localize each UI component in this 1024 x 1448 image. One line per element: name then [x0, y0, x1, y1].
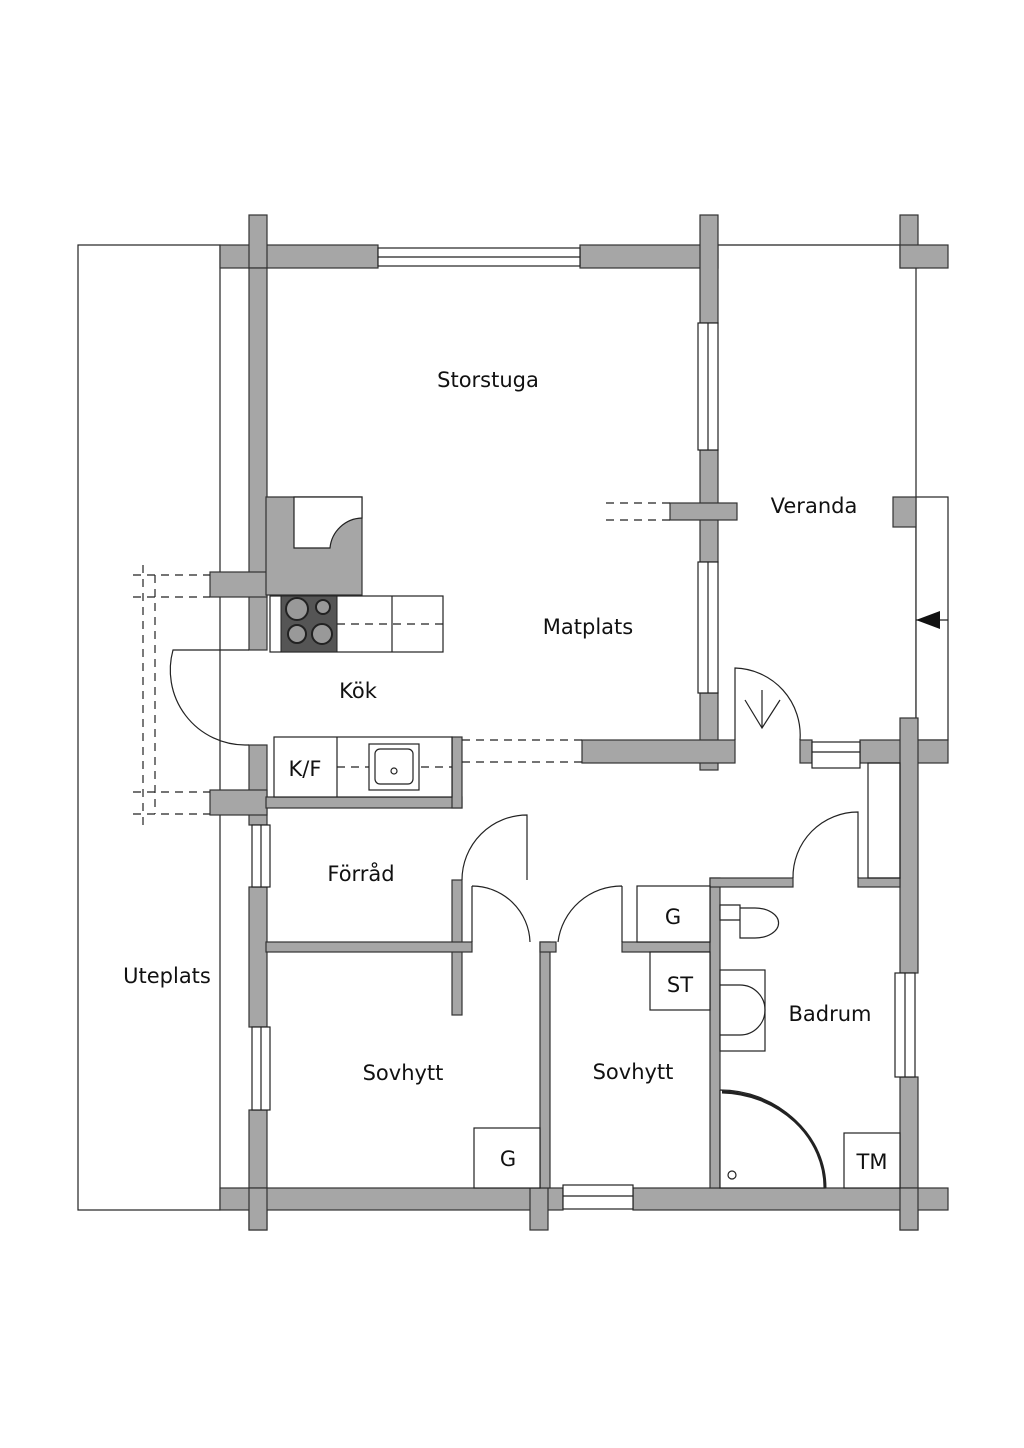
kitchen-counter-bottom — [273, 736, 453, 798]
kitchen-counter-top — [269, 595, 444, 653]
tm-washing-machine — [843, 1132, 901, 1189]
toilet-icon — [719, 904, 780, 939]
label-wardrobe-bedroom: G — [500, 1147, 516, 1171]
room-label-sovhytt-1: Sovhytt — [363, 1061, 444, 1085]
entry-arrow-icon — [744, 690, 781, 730]
st-closet — [649, 951, 711, 1011]
room-label-veranda: Veranda — [771, 494, 858, 518]
wardrobe-bedroom — [473, 1127, 541, 1189]
room-label-matplats: Matplats — [543, 615, 633, 639]
room-label-kok: Kök — [339, 679, 378, 703]
label-wardrobe-hall: G — [665, 905, 681, 929]
veranda-post — [892, 496, 917, 528]
label-st: ST — [667, 973, 693, 997]
bathroom-fixtures — [719, 904, 827, 1189]
room-label-sovhytt-2: Sovhytt — [593, 1060, 674, 1084]
room-label-forrad: Förråd — [327, 861, 394, 886]
walls — [209, 214, 949, 1231]
uteplats-outline — [77, 244, 221, 1211]
washbasin-icon — [719, 969, 766, 1052]
wardrobe-hall — [636, 885, 711, 943]
entrance-arrow-icon — [916, 611, 940, 629]
doors — [169, 649, 901, 943]
room-label-badrum: Badrum — [788, 1002, 871, 1026]
windows — [251, 247, 916, 1210]
room-label-uteplats: Uteplats — [123, 964, 211, 988]
dashed-overhangs — [133, 502, 670, 825]
label-tm: TM — [856, 1150, 888, 1174]
label-fridge-freezer: K/F — [289, 757, 322, 781]
room-label-storstuga: Storstuga — [437, 368, 539, 392]
